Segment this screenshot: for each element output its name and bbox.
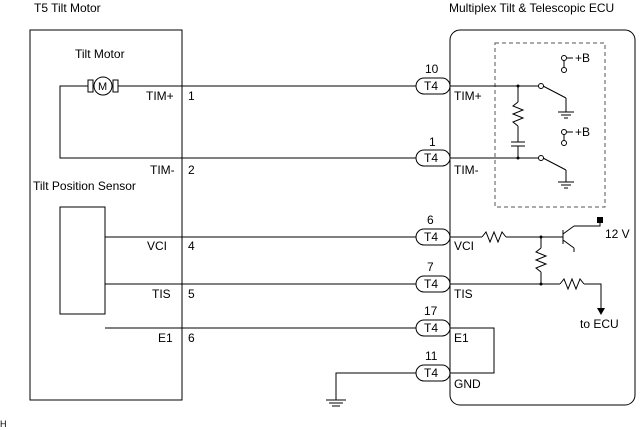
svg-text:7: 7 [427, 260, 434, 274]
svg-text:T4: T4 [424, 366, 438, 380]
connector-t4-7: T4 7 [415, 260, 451, 293]
pin-num-4: 4 [188, 239, 195, 253]
svg-text:11: 11 [425, 349, 438, 363]
svg-text:1: 1 [429, 135, 436, 149]
pin-name-vci: VCI [147, 239, 167, 253]
plus-b-bottom: +B [575, 125, 590, 139]
connector-t4-11: T4 11 [415, 349, 451, 382]
ecu-pin-vci: VCI [454, 239, 474, 253]
svg-text:T4: T4 [424, 151, 438, 165]
pin-num-5: 5 [188, 287, 195, 301]
svg-text:6: 6 [427, 213, 434, 227]
left-module-title: T5 Tilt Motor [34, 1, 101, 15]
svg-text:T4: T4 [424, 277, 438, 291]
pin-name-tim-minus: TIM- [150, 163, 175, 177]
svg-text:T4: T4 [424, 79, 438, 93]
ecu-pin-tis: TIS [454, 287, 473, 301]
motor-icon: M [87, 76, 119, 96]
pin-name-tim-plus: TIM+ [146, 89, 174, 103]
svg-text:10: 10 [425, 62, 439, 76]
relay-switch-circuit: +B +B [450, 51, 590, 189]
tilt-position-sensor-label: Tilt Position Sensor [33, 179, 136, 193]
ecu-pin-tim-minus: TIM- [454, 163, 479, 177]
sensor-supply-circuit: 12 V to ECU [450, 217, 630, 374]
right-module-title: Multiplex Tilt & Telescopic ECU [449, 1, 614, 15]
connector-t4-10: T4 10 [415, 62, 451, 95]
connector-t4-1: T4 1 [415, 135, 451, 167]
connector-t4-17: T4 17 [415, 304, 451, 337]
tilt-motor-label: Tilt Motor [75, 47, 125, 61]
ecu-pin-gnd: GND [454, 377, 481, 391]
pin-num-6: 6 [188, 331, 195, 345]
pin-name-tis: TIS [152, 287, 171, 301]
ecu-pin-tim-plus: TIM+ [454, 89, 482, 103]
pin-num-1: 1 [188, 89, 195, 103]
svg-text:T4: T4 [424, 321, 438, 335]
tilt-telescopic-ecu-module [449, 29, 636, 406]
to-ecu-label: to ECU [580, 317, 619, 331]
pin-num-2: 2 [188, 163, 195, 177]
plus-b-top: +B [575, 51, 590, 65]
supply-12v: 12 V [605, 227, 630, 241]
ecu-pin-e1: E1 [454, 331, 469, 345]
svg-text:T4: T4 [424, 230, 438, 244]
connector-t4-6: T4 6 [415, 213, 451, 246]
pin-name-e1: E1 [158, 331, 173, 345]
svg-text:17: 17 [424, 304, 438, 318]
motor-symbol: M [98, 81, 107, 93]
tilt-position-sensor [59, 206, 106, 315]
switch-circuit-box [494, 42, 606, 208]
ground-icon-left [326, 399, 346, 407]
corner-mark: H [0, 419, 7, 429]
